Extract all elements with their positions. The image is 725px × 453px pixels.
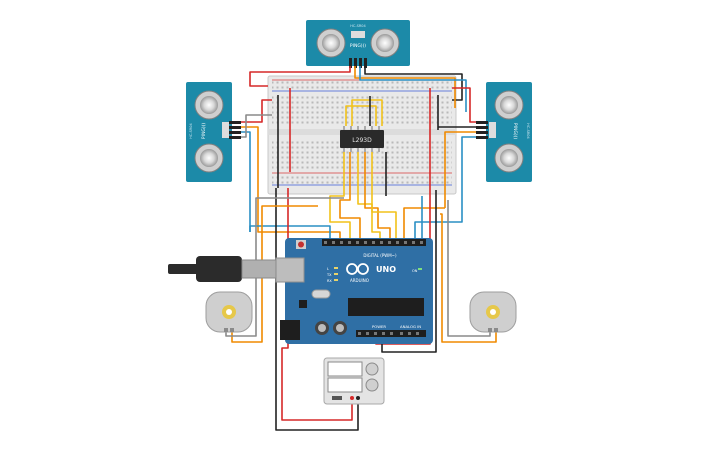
wire-top-sensor-vcc [249, 66, 351, 87]
usb-port [275, 257, 305, 283]
dc-motor-right[interactable] [469, 291, 517, 333]
wire-right-motor-b [447, 200, 491, 337]
wire-right-motor-a [440, 213, 497, 343]
analog-header-label: ANALOG IN [400, 324, 421, 329]
wire-left-motor-b [225, 197, 344, 337]
arduino-infinity-logo [346, 263, 369, 275]
wire-chip-in4 [364, 152, 391, 238]
sensor-left-tag: HC-SR04 [189, 123, 193, 139]
atmega-chip [348, 298, 424, 316]
power-header-label: POWER [372, 324, 386, 329]
board-brand-label: ARDUINO [350, 278, 369, 283]
led-rx-label: RX [327, 279, 332, 283]
wire-left-motor-a [231, 205, 318, 343]
wire-left-sensor-gnd [241, 114, 272, 138]
ultrasonic-sensor-top[interactable]: PING))) HC-SR04 [306, 20, 410, 68]
l293d-chip[interactable]: L293D [340, 126, 384, 152]
led-tx-label: TX [326, 273, 332, 277]
wire-right-sensor-vcc [452, 87, 476, 123]
sensor-left-model: PING))) [201, 123, 207, 139]
wire-top-sensor-echo [359, 66, 467, 112]
reset-button[interactable] [298, 241, 304, 248]
wire-left-trig-to-uno [270, 231, 341, 238]
wires [225, 66, 497, 431]
ultrasonic-sensor-right[interactable]: PING))) HC-SR04 [476, 82, 532, 182]
dc-motor-left[interactable] [205, 291, 253, 333]
power-jack [280, 320, 300, 340]
digital-header-label: DIGITAL (PWM~) [363, 253, 397, 258]
wire-chip-en [371, 152, 397, 238]
wire-right-sensor-trig [444, 131, 476, 208]
wire-right-sensor-echo [414, 136, 476, 238]
wire-top-sensor-gnd [364, 66, 463, 101]
on-led-label: ON [412, 269, 418, 273]
wire-left-sensor-trig [241, 126, 270, 233]
led-l-label: L [327, 267, 329, 271]
wire-left-echo-to-uno [249, 225, 331, 238]
wire-bb-yellow-2 [345, 105, 377, 126]
wire-power-black-main [275, 188, 359, 431]
wire-chip-in2 [339, 152, 361, 238]
wire-chip-in3 [357, 152, 381, 238]
sensor-right-model: PING))) [512, 123, 518, 139]
battery-pack[interactable] [323, 357, 385, 405]
wire-bb-orange-out [403, 207, 445, 238]
wire-chip-in1 [329, 152, 351, 238]
wire-left-sensor-echo [241, 131, 251, 232]
sensor-right-tag: HC-SR04 [526, 123, 530, 139]
arduino-uno[interactable]: DIGITAL (PWM~) L TX RX UNO ARDUINO ON [275, 238, 433, 344]
sensor-top-model: PING))) [350, 43, 366, 49]
wire-top-sensor-trig [354, 66, 456, 108]
sensor-top-tag: HC-SR04 [350, 24, 366, 28]
usb-cable [168, 256, 277, 282]
board-model-label: UNO [376, 265, 396, 274]
wire-bb-yellow-1 [351, 99, 383, 126]
wire-left-sensor-vcc [241, 99, 272, 123]
chip-label: L293D [352, 137, 372, 144]
ultrasonic-sensor-left[interactable]: PING))) HC-SR04 [186, 82, 241, 182]
